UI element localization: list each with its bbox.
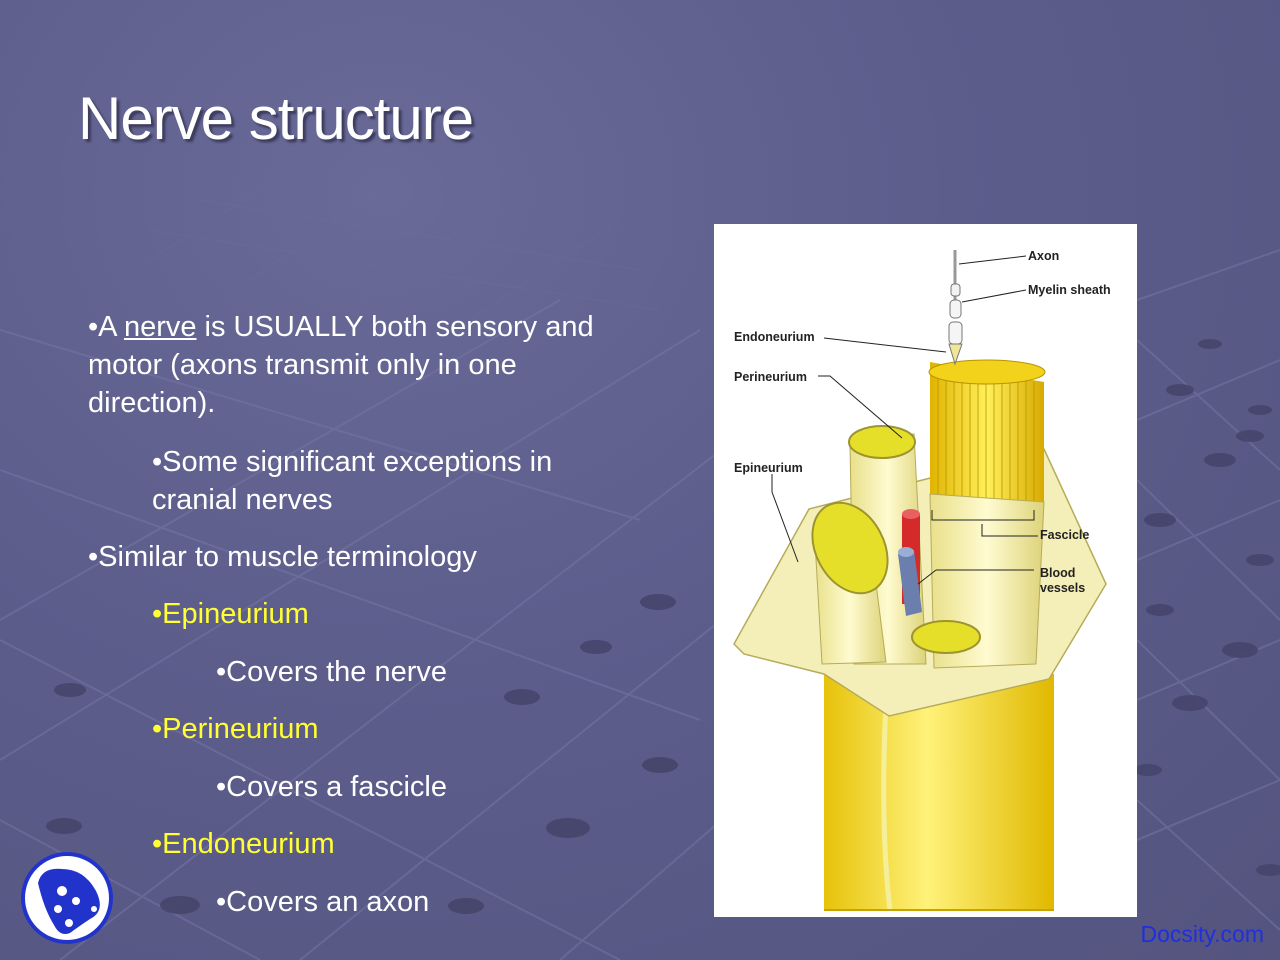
bullet-perineurium-desc: •Covers a fascicle xyxy=(216,771,447,803)
sub-bullet-cranial-exceptions: •Some significant exceptions in cranial … xyxy=(152,446,553,516)
blood-vessels-label-line2: vessels xyxy=(1040,581,1085,595)
bullet-epineurium-desc: •Covers the nerve xyxy=(216,656,447,688)
bullet-nerve-definition: •A nerve is USUALLY both sensory and mot… xyxy=(88,308,633,422)
single-axon xyxy=(948,250,963,366)
bullet-endoneurium-desc: •Covers an axon xyxy=(216,886,430,918)
blood-vessels xyxy=(898,509,922,616)
bullet-endoneurium: •Endoneurium xyxy=(152,828,335,860)
epineurium-label: Epineurium xyxy=(734,461,803,475)
nerve-trunk xyxy=(824,674,1054,911)
myelin-sheath-label: Myelin sheath xyxy=(1028,283,1111,297)
endoneurium-label: Endoneurium xyxy=(734,330,815,344)
bullet-epineurium: •Epineurium xyxy=(152,598,309,630)
nerve-diagram: Axon Myelin sheath Endoneurium Perineuri… xyxy=(714,224,1137,917)
nerve-link[interactable]: nerve xyxy=(123,311,197,343)
axon-label: Axon xyxy=(1028,249,1059,263)
fascicle-label: Fascicle xyxy=(1040,528,1089,542)
slide-title: Nerve structure xyxy=(78,85,474,152)
blood-vessels-label-line1: Blood xyxy=(1040,566,1075,580)
label-leader-lines xyxy=(771,255,1038,585)
fascicle-lower-left xyxy=(811,501,889,665)
watermark[interactable]: Docsity.com xyxy=(1140,921,1264,947)
bullet-text: is USUALLY both sensory and motor (axons… xyxy=(88,311,594,419)
bullet-perineurium: •Perineurium xyxy=(152,713,319,745)
docsity-logo-icon xyxy=(21,852,113,944)
axon-bundle xyxy=(928,359,1046,502)
bullet-muscle-terminology: •Similar to muscle terminology xyxy=(88,541,477,573)
perineurium-label: Perineurium xyxy=(734,370,807,384)
bullet-prefix: •A xyxy=(88,311,124,343)
fascicle-small xyxy=(911,620,981,654)
